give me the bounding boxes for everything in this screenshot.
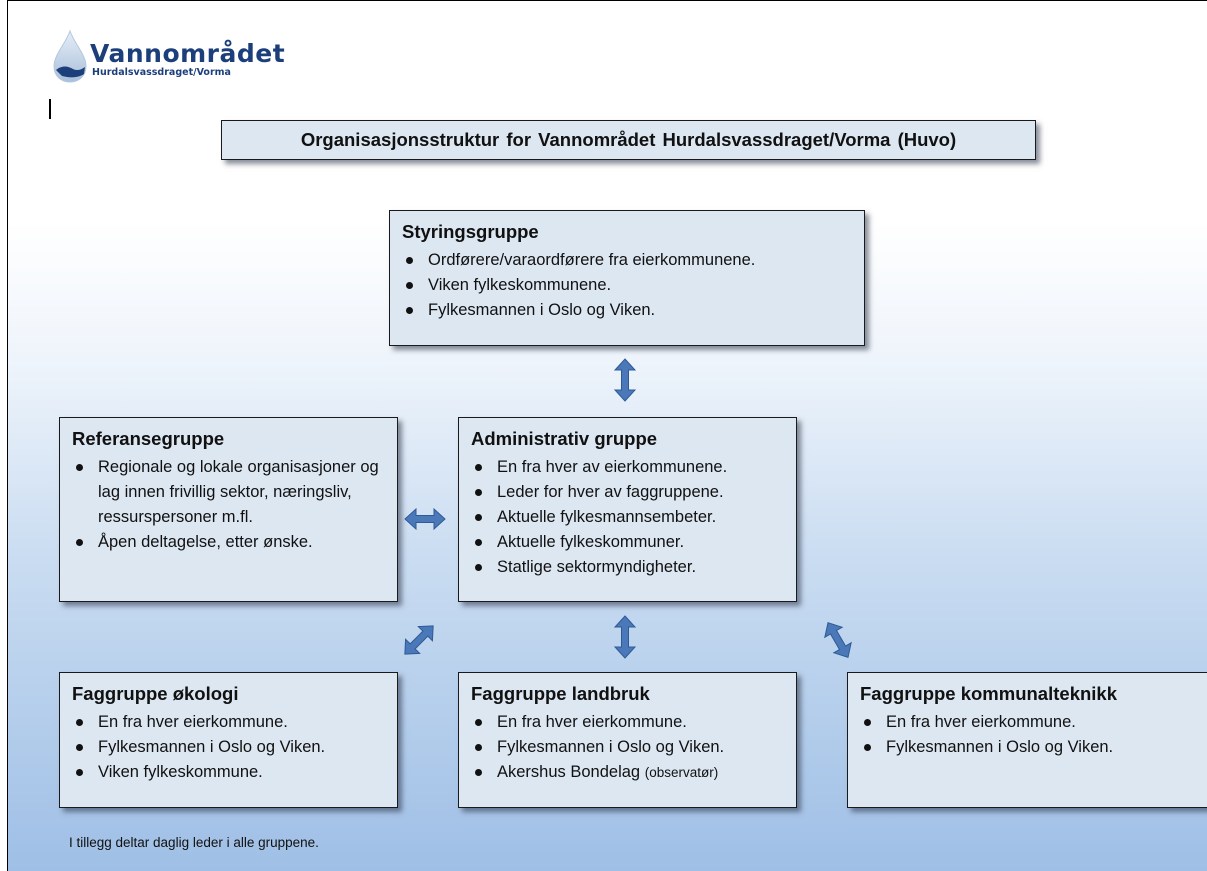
referansegruppe-title: Referansegruppe (72, 428, 225, 449)
list-item: Viken fylkeskommune. (72, 760, 387, 785)
list-item: Regionale og lokale organisasjoner og la… (72, 455, 387, 530)
administrativ-gruppe-box: Administrativ gruppe En fra hver av eier… (458, 417, 797, 602)
water-drop-icon (53, 29, 87, 83)
list-item: Fylkesmannen i Oslo og Viken. (72, 735, 387, 760)
list-item-main: Akershus Bondelag (497, 763, 641, 781)
list-item: En fra hver eierkommune. (72, 710, 387, 735)
diagonal-double-arrow-icon (824, 622, 852, 658)
list-item: En fra hver eierkommune. (471, 710, 786, 735)
faggruppe-landbruk-box: Faggruppe landbruk En fra hver eierkommu… (458, 672, 797, 808)
faggruppe-kommunalteknikk-box: Faggruppe kommunalteknikk En fra hver ei… (847, 672, 1207, 808)
list-item: Viken fylkeskommunene. (402, 273, 854, 298)
observer-note: (observatør) (644, 765, 719, 780)
logo-subtitle: Hurdalsvassdraget/Vorma (92, 67, 231, 78)
styringsgruppe-list: Ordførere/varaordførere fra eierkommunen… (402, 248, 854, 323)
faggruppe-landbruk-title: Faggruppe landbruk (471, 683, 650, 704)
footnote: I tillegg deltar daglig leder i alle gru… (69, 835, 319, 850)
chart-title-box: Organisasjonsstruktur for Vannområdet Hu… (221, 120, 1036, 160)
diagonal-double-arrow-icon (404, 625, 434, 655)
vertical-double-arrow-icon (613, 615, 637, 659)
chart-title: Organisasjonsstruktur for Vannområdet Hu… (300, 129, 957, 150)
styringsgruppe-box: Styringsgruppe Ordførere/varaordførere f… (389, 210, 865, 346)
list-item: Leder for hver av faggruppene. (471, 480, 786, 505)
list-item: Aktuelle fylkesmannsembeter. (471, 505, 786, 530)
list-item: Fylkesmannen i Oslo og Viken. (860, 735, 1197, 760)
referansegruppe-box: Referansegruppe Regionale og lokale orga… (59, 417, 398, 602)
list-item: Ordførere/varaordførere fra eierkommunen… (402, 248, 854, 273)
faggruppe-kommunalteknikk-list: En fra hver eierkommune. Fylkesmannen i … (860, 710, 1197, 760)
vannomradet-logo: Vannområdet Hurdalsvassdraget/Vorma (48, 29, 288, 85)
styringsgruppe-title: Styringsgruppe (402, 221, 539, 242)
list-item: Åpen deltagelse, etter ønske. (72, 530, 387, 555)
faggruppe-kommunalteknikk-title: Faggruppe kommunalteknikk (860, 683, 1117, 704)
faggruppe-landbruk-list: En fra hver eierkommune. Fylkesmannen i … (471, 710, 786, 785)
list-item: Fylkesmannen i Oslo og Viken. (402, 298, 854, 323)
administrativ-gruppe-title: Administrativ gruppe (471, 428, 658, 449)
list-item: Statlige sektormyndigheter. (471, 555, 786, 580)
horizontal-double-arrow-icon (404, 508, 446, 530)
administrativ-gruppe-list: En fra hver av eierkommunene. Leder for … (471, 455, 786, 580)
logo-name: Vannområdet (90, 39, 286, 68)
faggruppe-okologi-list: En fra hver eierkommune. Fylkesmannen i … (72, 710, 387, 785)
list-item: Akershus Bondelag (observatør) (471, 760, 786, 785)
referansegruppe-list: Regionale og lokale organisasjoner og la… (72, 455, 387, 555)
faggruppe-okologi-title: Faggruppe økologi (72, 683, 239, 704)
list-item: En fra hver av eierkommunene. (471, 455, 786, 480)
list-item: Aktuelle fylkeskommuner. (471, 530, 786, 555)
faggruppe-okologi-box: Faggruppe økologi En fra hver eierkommun… (59, 672, 398, 808)
org-chart-page: Vannområdet Hurdalsvassdraget/Vorma Orga… (7, 0, 1207, 871)
list-item: Fylkesmannen i Oslo og Viken. (471, 735, 786, 760)
vertical-double-arrow-icon (613, 358, 637, 402)
text-cursor (49, 99, 51, 119)
list-item: En fra hver eierkommune. (860, 710, 1197, 735)
